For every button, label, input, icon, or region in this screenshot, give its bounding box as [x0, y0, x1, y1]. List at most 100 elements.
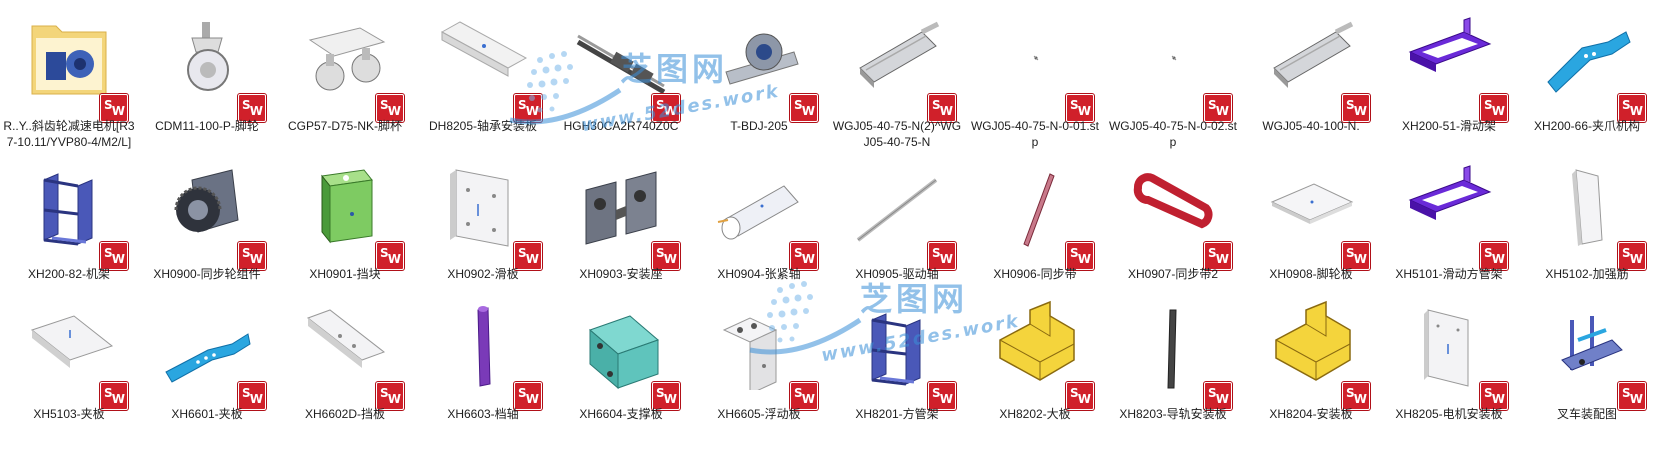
badge-letter: W — [249, 252, 263, 266]
badge-letter: W — [1215, 392, 1229, 406]
badge-letter: W — [387, 392, 401, 406]
file-name: XH0907-同步带2 — [1127, 267, 1219, 281]
file-name: XH0903-安装座 — [579, 267, 663, 281]
badge-letter: W — [1215, 104, 1229, 118]
badge-letter: S — [518, 98, 527, 112]
badge-letter: S — [1070, 386, 1079, 400]
file-name: 叉车装配图 — [1556, 407, 1617, 421]
purple-rod-icon — [438, 300, 528, 390]
red-belt-icon — [1128, 160, 1218, 250]
purple-frame-icon — [1404, 12, 1494, 102]
badge-letter: W — [111, 392, 125, 406]
angle-bracket-icon — [714, 300, 804, 390]
file-name: WGJ05-40-100-N. — [1262, 119, 1360, 133]
mount-seat-icon — [576, 160, 666, 250]
badge-letter: S — [1208, 98, 1217, 112]
badge-letter: W — [249, 104, 263, 118]
teal-plate-icon — [576, 300, 666, 390]
file-name: XH8205-电机安装板 — [1395, 407, 1503, 421]
badge-letter: W — [1353, 252, 1367, 266]
badge-letter: W — [939, 392, 953, 406]
forklift-assembly-icon — [1542, 300, 1632, 390]
badge-letter: W — [111, 252, 125, 266]
badge-letter: S — [242, 98, 251, 112]
file-name: XH0902-滑板 — [447, 267, 519, 281]
badge-letter: S — [518, 386, 527, 400]
badge-letter: S — [1346, 246, 1355, 260]
badge-letter: W — [1491, 392, 1505, 406]
badge-letter: S — [380, 386, 389, 400]
badge-letter: W — [1491, 252, 1505, 266]
badge-letter: S — [794, 386, 803, 400]
badge-letter: W — [1353, 104, 1367, 118]
file-name: XH6601-夹板 — [171, 407, 243, 421]
file-name: DH8205-轴承安装板 — [428, 119, 538, 133]
file-name: XH0901-挡块 — [309, 267, 381, 281]
file-name: XH200-66-夹爪机构 — [1533, 119, 1641, 133]
file-name: XH0905-驱动轴 — [855, 267, 939, 281]
badge-letter: S — [1346, 386, 1355, 400]
badge-letter: W — [663, 392, 677, 406]
blue-clamp-icon — [162, 300, 252, 390]
drive-shaft-icon — [852, 160, 942, 250]
blue-rack-icon — [24, 160, 114, 250]
badge-letter: S — [380, 98, 389, 112]
badge-letter: S — [104, 98, 113, 112]
badge-letter: S — [656, 246, 665, 260]
green-block-icon — [300, 160, 390, 250]
badge-letter: S — [104, 246, 113, 260]
file-name: XH8201-方管架 — [855, 407, 939, 421]
file-name: T-BDJ-205 — [730, 119, 788, 133]
caster-pair-icon — [300, 12, 390, 102]
badge-letter: W — [1215, 252, 1229, 266]
badge-letter: W — [1353, 392, 1367, 406]
